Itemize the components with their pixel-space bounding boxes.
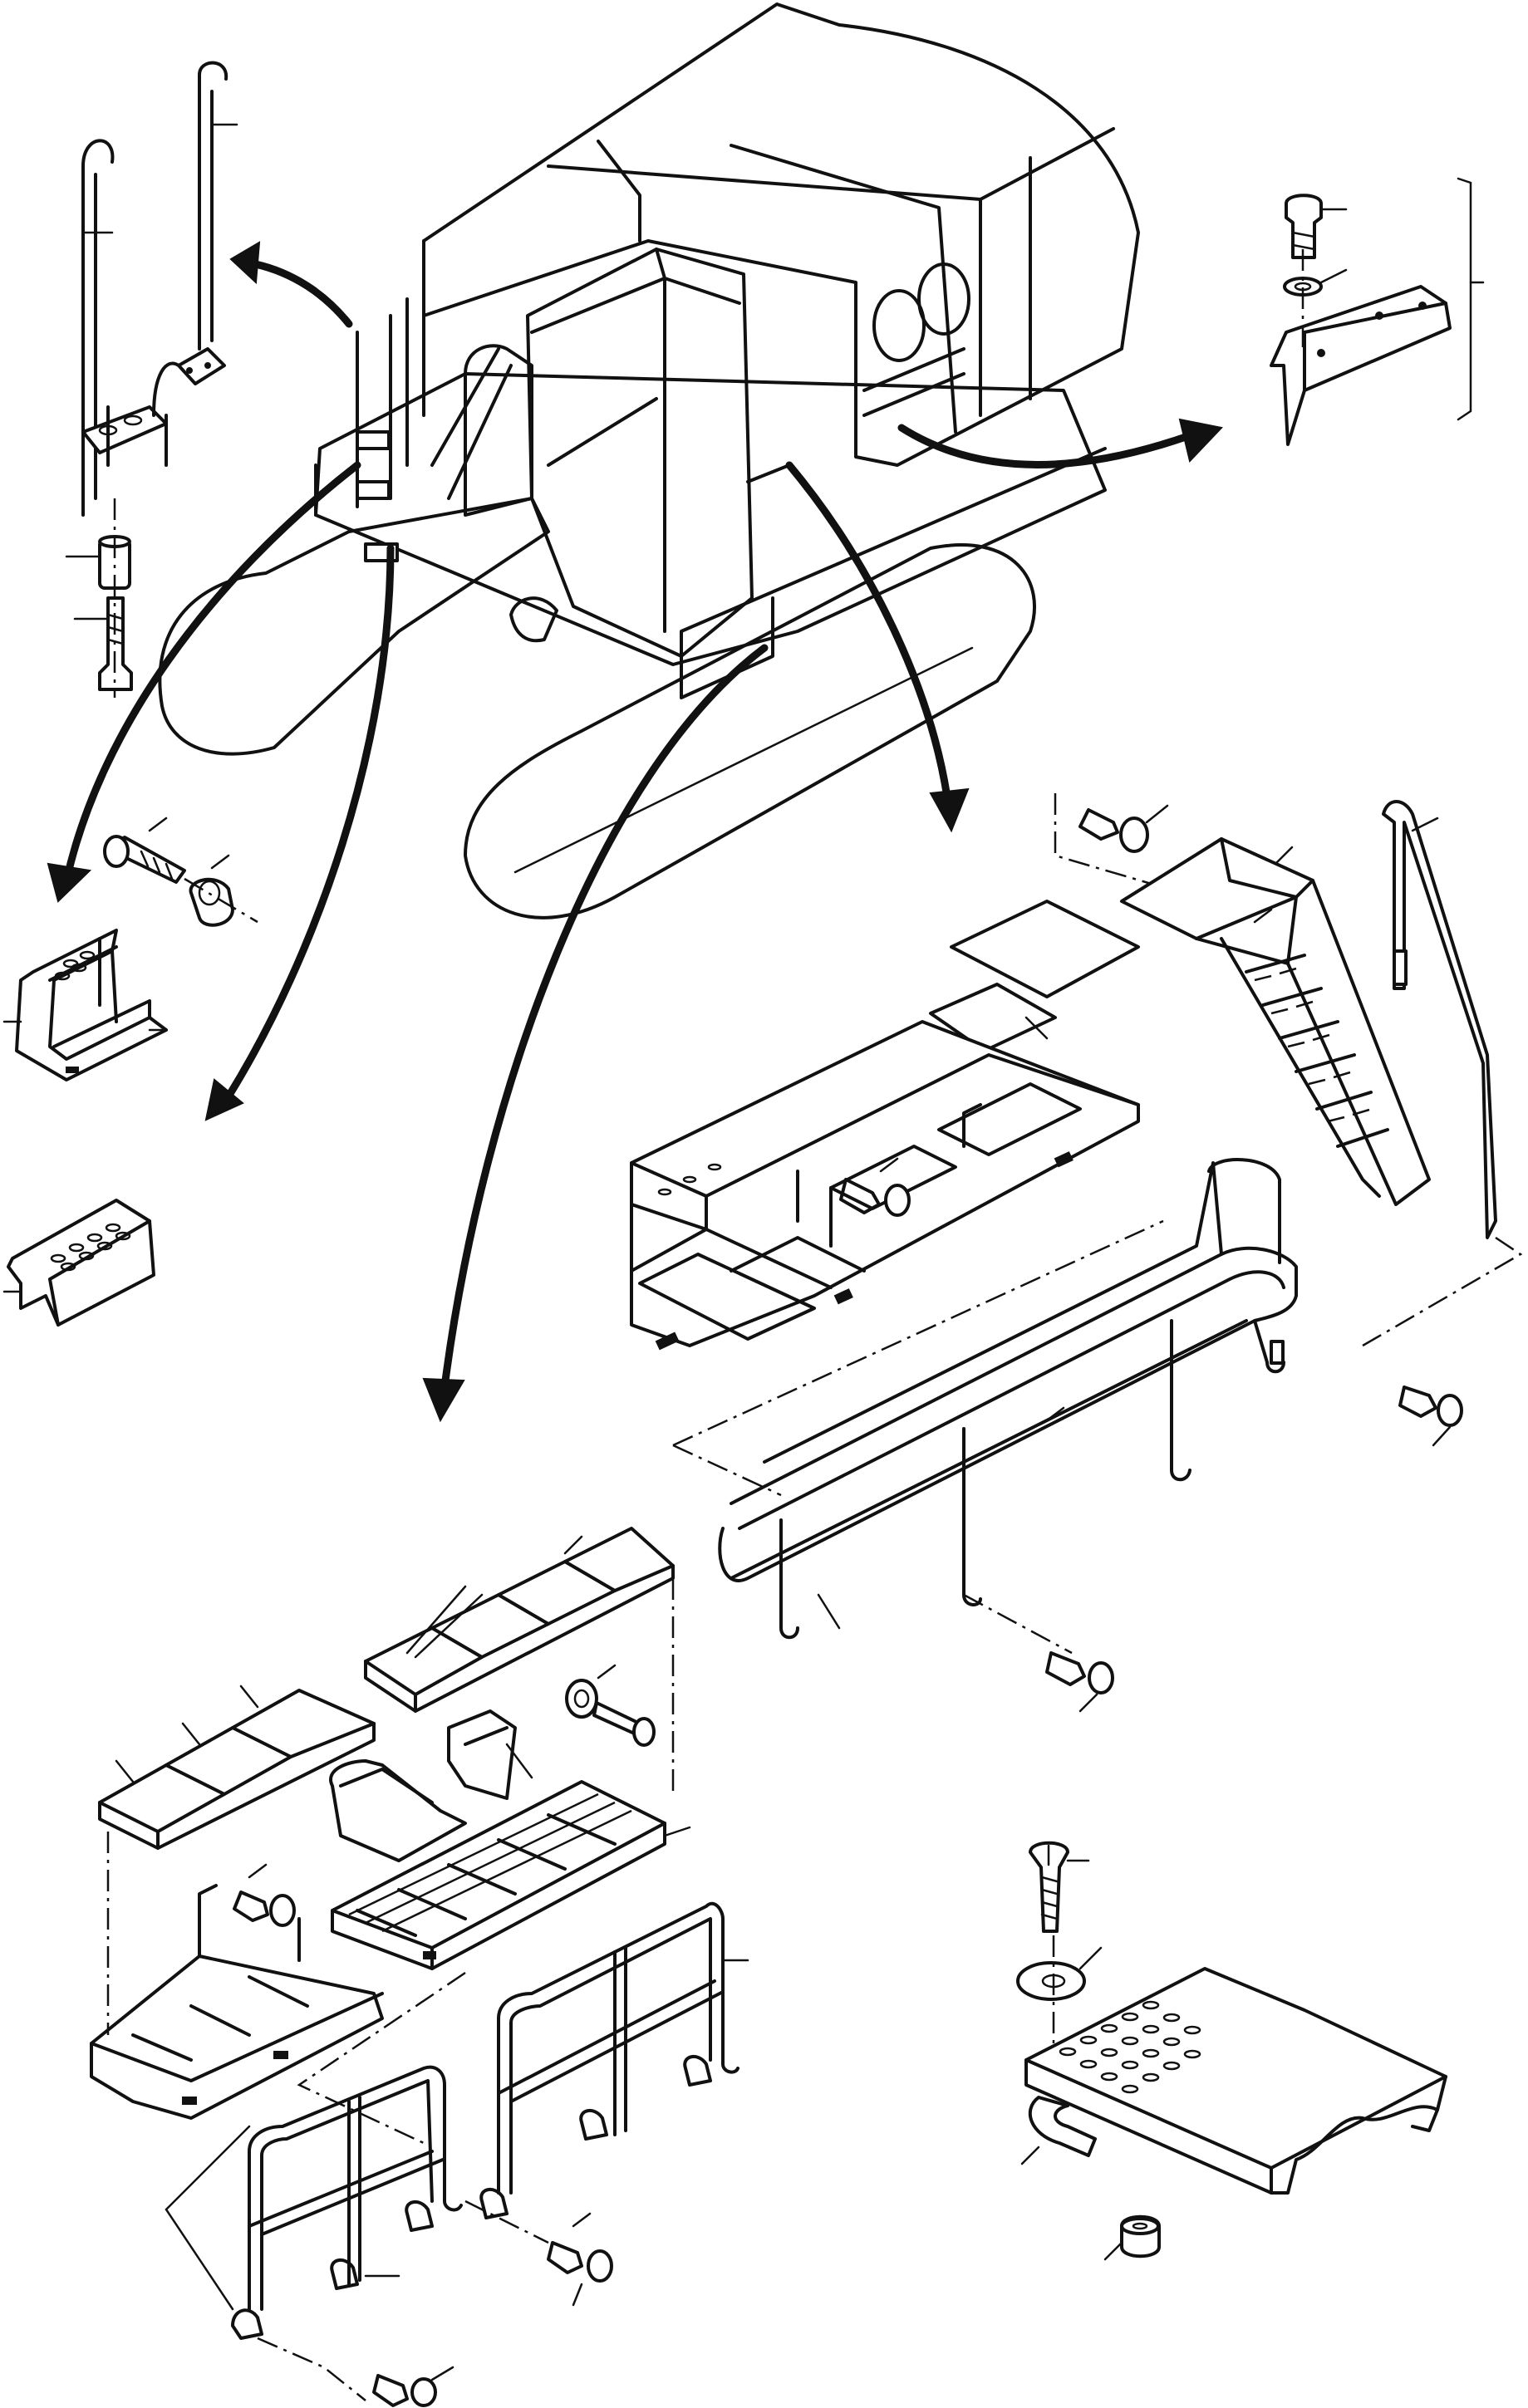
tread-plate	[1024, 1967, 1447, 2195]
rail-bolt	[1045, 1651, 1086, 1686]
pin-bolt	[98, 596, 133, 691]
tread-perforations	[1059, 2000, 1201, 2094]
walkway-duct	[329, 1759, 467, 1862]
step-on-machine-2	[356, 480, 391, 500]
arrow-to-right-walkway	[785, 461, 951, 802]
small-clip-plate	[177, 347, 226, 385]
engine-hood	[422, 2, 1140, 467]
stair-stringer	[1220, 937, 1381, 1198]
arrow-to-cover-plate	[897, 424, 1192, 468]
handrail-bolt	[1398, 1385, 1437, 1418]
grab-handle-rod	[81, 139, 115, 517]
right-track	[464, 543, 1036, 920]
handrail-pin-parts	[65, 61, 238, 698]
front-guard-rail	[248, 2065, 463, 2311]
walkway-handrail-parts	[90, 1527, 749, 2407]
stair-bolt	[1078, 808, 1119, 841]
step-on-machine-1	[356, 430, 391, 450]
walkway-cover-panel-1	[950, 900, 1140, 998]
stair-unit	[1120, 837, 1431, 1206]
bushing	[565, 1679, 598, 1719]
excavator-outline	[158, 2, 1140, 920]
step-collar	[189, 877, 234, 927]
tread-plate-parts	[1016, 1841, 1447, 2261]
clip-nut	[1028, 2096, 1097, 2157]
walkway-frame	[630, 1020, 1140, 1347]
lower-walkway-frame	[90, 1954, 384, 2120]
arrow-to-front-step	[62, 461, 361, 885]
tread-bolt	[1029, 1841, 1069, 1933]
walkway-bolt	[839, 1178, 881, 1214]
rear-guard-rail	[497, 1901, 739, 2195]
filter-cap-1	[872, 289, 926, 362]
walkway-stair-handrail-parts	[630, 793, 1523, 1713]
left-walkway-bolt	[233, 1891, 269, 1922]
mount-bracket	[447, 1709, 517, 1800]
cover-plate	[1270, 285, 1452, 446]
step-bracket-parts	[2, 817, 258, 1081]
cover-plate-parts	[1270, 177, 1485, 446]
step-block-part	[2, 1199, 155, 1327]
arrow-to-left-walkway	[440, 644, 769, 1391]
guard-rail-bolt-2	[372, 2374, 409, 2407]
walkway-guard-rail	[718, 1246, 1298, 1582]
cover-bolt	[1285, 194, 1323, 259]
tread-washer	[1016, 1961, 1086, 2001]
guard-rail-bolt-1	[547, 2241, 583, 2274]
long-handle-rod	[198, 61, 228, 351]
arrow-to-step-block	[224, 544, 395, 1101]
left-track	[158, 497, 550, 756]
explode-arrows	[47, 241, 1223, 1423]
operator-cab	[526, 248, 754, 658]
filter-cap-2	[917, 262, 970, 336]
upper-deck	[314, 372, 1107, 666]
step-bracket	[15, 929, 168, 1081]
